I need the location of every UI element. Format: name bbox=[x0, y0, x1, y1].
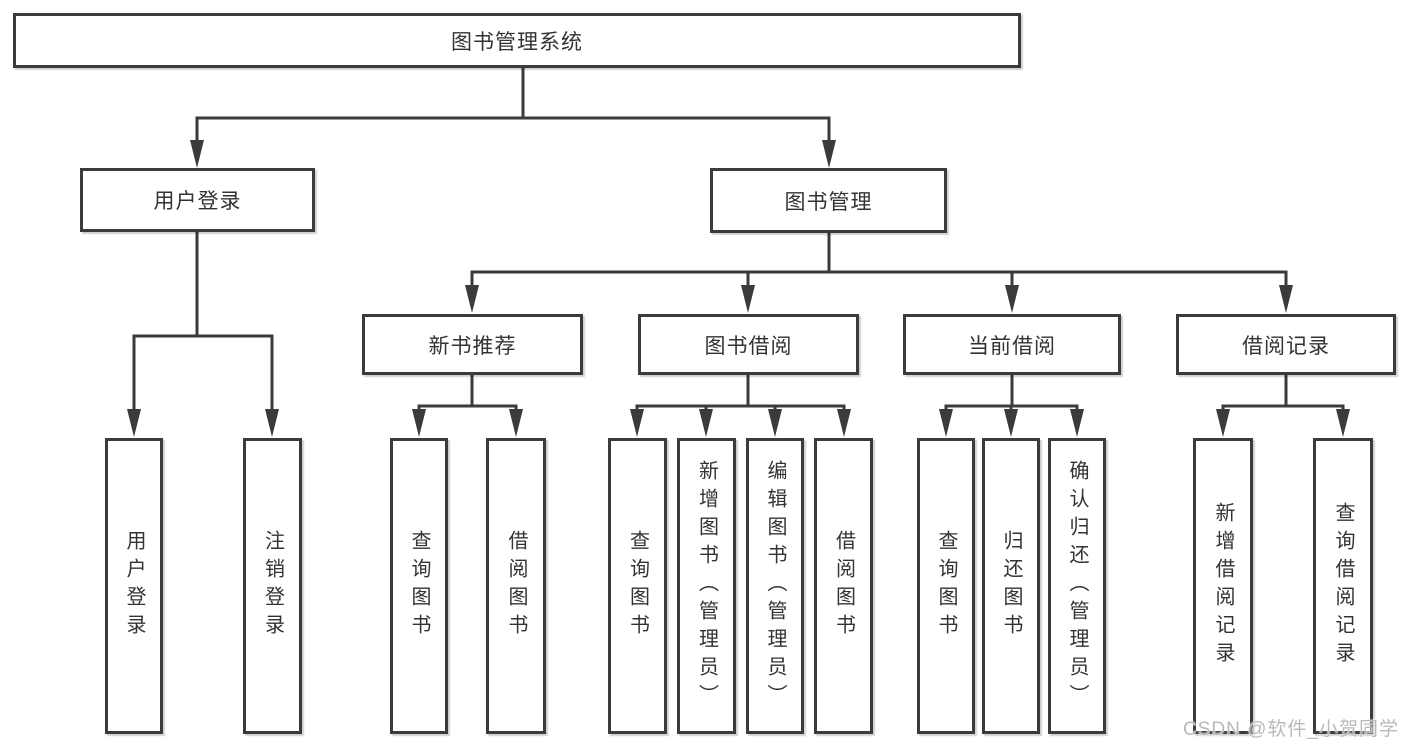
connector-root-to-level1 bbox=[195, 67, 831, 145]
arrowhead bbox=[265, 409, 279, 437]
arrowhead bbox=[939, 409, 953, 437]
connector-bookmgmt-to-level2 bbox=[470, 231, 1288, 288]
arrowhead bbox=[465, 285, 479, 313]
leaf-user-login: 用户登录 bbox=[105, 438, 163, 734]
arrowhead bbox=[1070, 409, 1084, 437]
arrowhead bbox=[699, 409, 713, 437]
leaf-borrow-borrow-books: 借阅图书 bbox=[814, 438, 873, 734]
leaf-newbook-borrow-books: 借阅图书 bbox=[486, 438, 546, 734]
arrowhead bbox=[768, 409, 782, 437]
arrowhead bbox=[1279, 285, 1293, 313]
node-book-borrowing: 图书借阅 bbox=[638, 314, 859, 375]
node-root-title: 图书管理系统 bbox=[13, 13, 1021, 68]
connector-userlogin-to-leaves bbox=[132, 231, 274, 412]
connector-bookborrow-to-leaves bbox=[635, 374, 846, 412]
leaf-newbook-query-books: 查询图书 bbox=[390, 438, 448, 734]
node-user-login: 用户登录 bbox=[80, 168, 315, 232]
arrowhead bbox=[822, 140, 836, 168]
leaf-current-return-books: 归还图书 bbox=[982, 438, 1040, 734]
csdn-watermark: CSDN @软件_小贺同学 bbox=[1183, 719, 1399, 740]
node-book-management: 图书管理 bbox=[710, 168, 947, 233]
leaf-record-add-borrow-record: 新增借阅记录 bbox=[1193, 438, 1253, 734]
arrowhead bbox=[509, 409, 523, 437]
arrowhead bbox=[127, 409, 141, 437]
node-new-book-recommend: 新书推荐 bbox=[362, 314, 583, 375]
leaf-current-query-books: 查询图书 bbox=[917, 438, 975, 734]
leaf-current-confirm-return-admin: 确认归还（管理员） bbox=[1048, 438, 1106, 734]
leaf-borrow-edit-books-admin: 编辑图书（管理员） bbox=[746, 438, 804, 734]
arrowheads bbox=[127, 140, 1350, 437]
arrowhead bbox=[1216, 409, 1230, 437]
connector-newbook-to-leaves bbox=[417, 374, 518, 412]
arrowhead bbox=[190, 140, 204, 168]
arrowhead bbox=[1004, 409, 1018, 437]
node-current-borrowing: 当前借阅 bbox=[903, 314, 1121, 375]
arrowhead bbox=[412, 409, 426, 437]
leaf-logout: 注销登录 bbox=[243, 438, 302, 734]
connector-borrowrecord-to-leaves bbox=[1221, 374, 1345, 412]
node-borrowing-records: 借阅记录 bbox=[1176, 314, 1396, 375]
arrowhead bbox=[741, 285, 755, 313]
leaf-record-query-borrow-record: 查询借阅记录 bbox=[1313, 438, 1373, 734]
arrowhead bbox=[630, 409, 644, 437]
arrowhead bbox=[1336, 409, 1350, 437]
arrowhead bbox=[837, 409, 851, 437]
leaf-borrow-add-books-admin: 新增图书（管理员） bbox=[677, 438, 736, 734]
arrowhead bbox=[1005, 285, 1019, 313]
connector-currentborrow-to-leaves bbox=[944, 374, 1079, 412]
leaf-borrow-query-books: 查询图书 bbox=[608, 438, 667, 734]
